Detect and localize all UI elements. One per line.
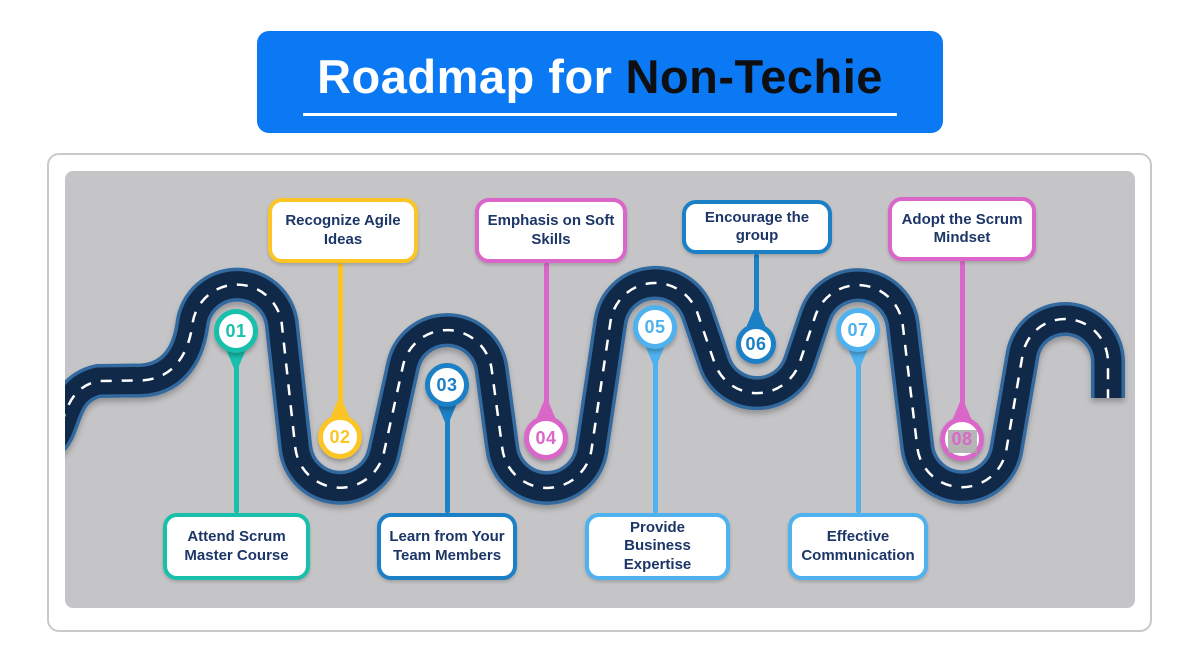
- milestone-number: 06: [745, 333, 767, 354]
- milestone-number: 08: [951, 428, 973, 449]
- milestone-number: 02: [329, 426, 351, 447]
- milestone-badge-06: 06: [736, 324, 776, 364]
- milestone-number: 01: [225, 320, 247, 341]
- page-title-highlight: Non-Techie: [625, 49, 883, 103]
- milestone-label: Learn from Your Team Members: [389, 528, 505, 564]
- milestone-badge-04: 04: [524, 416, 568, 460]
- milestone-number: 05: [644, 316, 666, 337]
- milestone-label-box-07: Effective Communication: [788, 513, 928, 580]
- milestone-number: 03: [436, 374, 458, 395]
- milestone-label: Encourage the group: [704, 208, 810, 244]
- milestone-badge-02: 02: [318, 415, 362, 459]
- milestone-number: 07: [847, 319, 869, 340]
- milestone-label: Emphasis on Soft Skills: [487, 212, 615, 248]
- milestone-label-box-02: Recognize Agile Ideas: [268, 198, 418, 263]
- milestone-label: Adopt the Scrum Mindset: [901, 210, 1023, 246]
- milestone-number: 04: [535, 427, 557, 448]
- milestone-label-box-05: Provide Business Expertise: [585, 513, 730, 580]
- milestone-badge-05: 05: [633, 305, 677, 349]
- milestone-label-box-01: Attend Scrum Master Course: [163, 513, 310, 580]
- milestone-label: Provide Business Expertise: [623, 519, 692, 573]
- milestone-label-box-04: Emphasis on Soft Skills: [475, 198, 627, 263]
- milestone-label-box-03: Learn from Your Team Members: [377, 513, 517, 580]
- milestone-label: Attend Scrum Master Course: [184, 528, 289, 564]
- milestone-badge-08: 08: [940, 417, 984, 461]
- page-title-prefix: Roadmap for: [317, 49, 613, 103]
- milestone-badge-01: 01: [214, 309, 258, 353]
- milestone-label: Effective Communication: [801, 528, 915, 564]
- milestone-label-box-06: Encourage the group: [682, 200, 832, 254]
- milestone-badge-07: 07: [836, 308, 880, 352]
- milestone-badge-03: 03: [425, 363, 469, 407]
- milestone-label-box-08: Adopt the Scrum Mindset: [888, 197, 1036, 261]
- milestone-label: Recognize Agile Ideas: [285, 212, 401, 248]
